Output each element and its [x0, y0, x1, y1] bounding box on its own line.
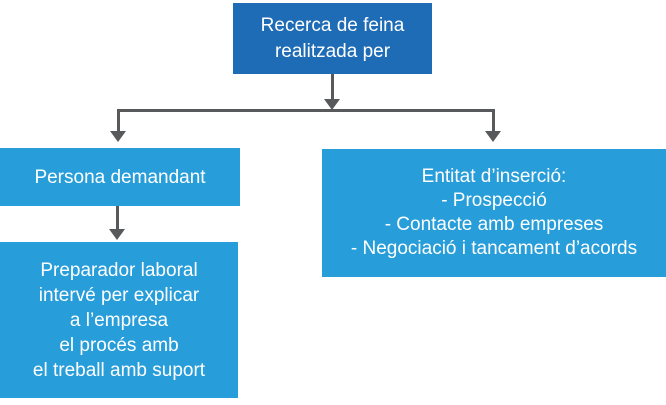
node-preparador-laboral: Preparador laboral intervé per explicar …	[0, 242, 238, 398]
connector-left-stem	[117, 109, 120, 132]
arrow-down-icon	[324, 99, 340, 110]
node-preparador-laboral-label: Preparador laboral intervé per explicar …	[32, 259, 206, 381]
node-persona-demandant: Persona demandant	[0, 148, 240, 206]
node-entitat-insercio: Entitat d’inserció: - Prospecció - Conta…	[322, 149, 666, 277]
node-persona-demandant-label: Persona demandant	[34, 166, 206, 188]
connector-persona-stem	[116, 206, 119, 230]
connector-right-stem	[492, 109, 495, 132]
arrow-down-icon	[109, 229, 125, 240]
connector-branch-rail	[117, 109, 495, 112]
node-recerca-de-feina-label: Recerca de feina realitzada per	[260, 14, 405, 62]
arrow-down-icon	[110, 131, 126, 142]
node-recerca-de-feina: Recerca de feina realitzada per	[233, 3, 432, 74]
connector-root-stem	[331, 74, 334, 100]
node-entitat-insercio-label: Entitat d’inserció: - Prospecció - Conta…	[350, 166, 638, 259]
arrow-down-icon	[485, 131, 501, 142]
